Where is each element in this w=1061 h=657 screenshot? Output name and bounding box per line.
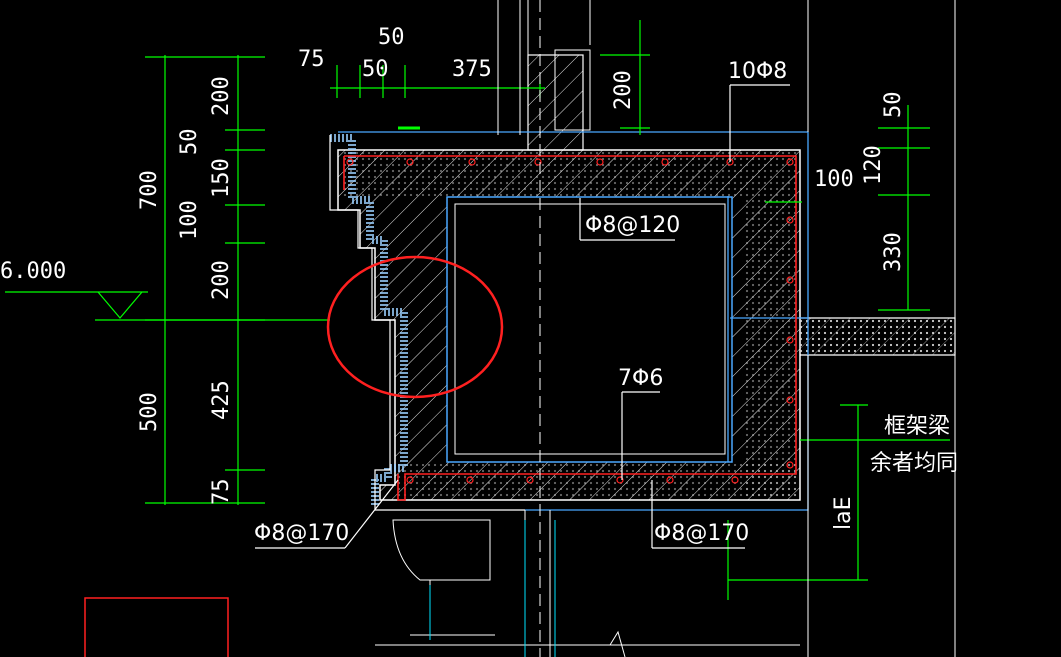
background-lines — [375, 0, 956, 657]
rebar-bottom-left-label: Φ8@170 — [254, 521, 349, 546]
dim-left-425: 425 — [209, 380, 234, 420]
rebar-stirrup-label: Φ8@120 — [585, 213, 680, 238]
dim-right-50: 50 — [881, 92, 906, 119]
elevation-label: 6.000 — [0, 259, 66, 284]
rebar-middle-label: 7Φ6 — [618, 366, 663, 391]
dim-left-150: 150 — [209, 158, 234, 198]
dim-right-200: 200 — [611, 70, 636, 110]
dim-left-700: 700 — [137, 170, 162, 210]
dim-top-50b: 50 — [378, 25, 405, 50]
red-frame — [84, 597, 229, 657]
dim-left-200a: 200 — [209, 76, 234, 116]
dim-top-375: 375 — [452, 57, 492, 82]
dimension-lines — [5, 20, 950, 600]
dim-top-75: 75 — [298, 47, 325, 72]
dim-right-120: 120 — [861, 145, 886, 185]
dim-left-500: 500 — [137, 392, 162, 432]
dim-right-100: 100 — [814, 167, 854, 192]
lae-label: laE — [831, 497, 856, 531]
dim-left-75: 75 — [209, 479, 234, 506]
highlight-circle — [326, 255, 504, 399]
dim-left-50: 50 — [177, 129, 202, 156]
note-beam: 框架梁 — [884, 414, 950, 439]
cyan-lines — [429, 520, 556, 657]
dim-left-100: 100 — [177, 200, 202, 240]
note-others: 余者均同 — [870, 451, 958, 476]
rebar-bottom-right-label: Φ8@170 — [654, 521, 749, 546]
beam-section — [329, 49, 956, 511]
rebar-outline — [343, 155, 797, 501]
dim-left-200b: 200 — [209, 260, 234, 300]
dim-top-50a: 50 — [362, 57, 389, 82]
rebar-top-label: 10Φ8 — [728, 59, 787, 84]
dim-right-330: 330 — [881, 232, 906, 272]
leader-lines — [255, 84, 790, 549]
